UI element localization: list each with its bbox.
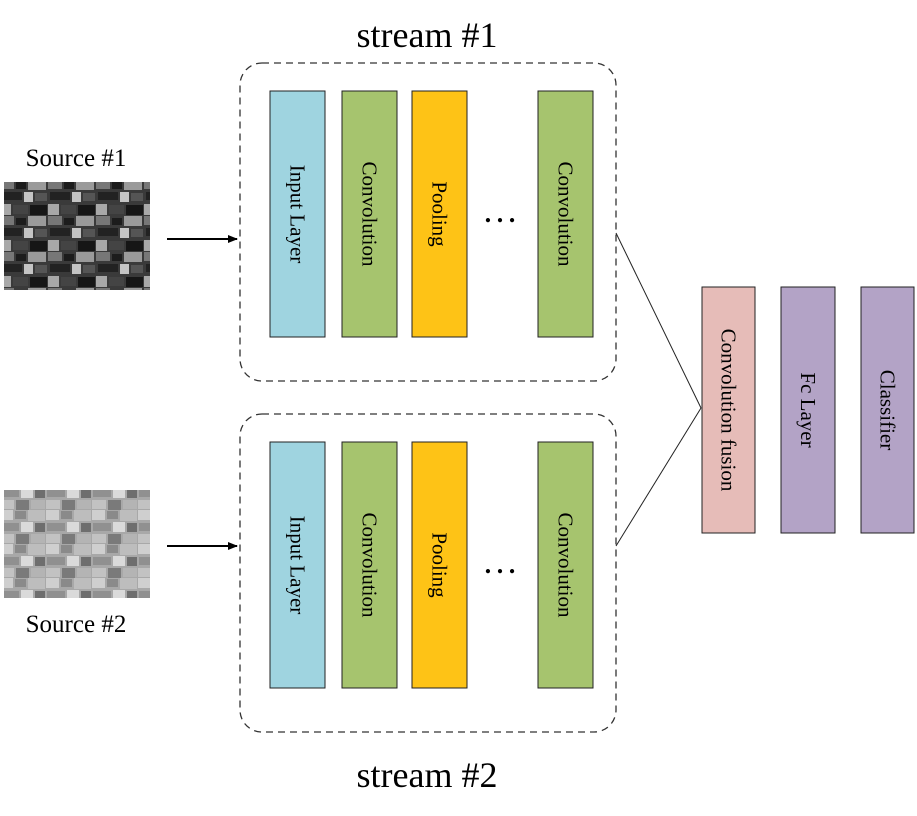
- satellite-image-light: [4, 490, 150, 598]
- svg-text:Convolution: Convolution: [554, 512, 578, 618]
- svg-text:Convolution: Convolution: [358, 512, 382, 618]
- stream2-ellipsis: …: [482, 541, 518, 581]
- svg-text:Convolution fusion: Convolution fusion: [717, 329, 741, 492]
- svg-text:Convolution: Convolution: [358, 161, 382, 267]
- convolution-fusion-block: Convolution fusion: [701, 286, 756, 534]
- stream1-block-convolution: Convolution: [341, 90, 398, 338]
- source2-label: Source #2: [26, 611, 127, 638]
- stream1-container: [239, 62, 617, 382]
- svg-text:Input Layer: Input Layer: [286, 165, 310, 264]
- stream1-block-input: Input Layer: [269, 90, 326, 338]
- svg-text:Convolution: Convolution: [554, 161, 578, 267]
- stream1-ellipsis: …: [482, 190, 518, 230]
- stream2-block-pooling: Pooling: [411, 441, 468, 689]
- svg-text:Fc Layer: Fc Layer: [796, 372, 820, 447]
- stream2-fusion-connector: [615, 407, 702, 547]
- stream1-block-convolution-last: Convolution: [537, 90, 594, 338]
- stream2-block-convolution-last: Convolution: [537, 441, 594, 689]
- stream1-title: stream #1: [357, 15, 498, 55]
- svg-text:Classifier: Classifier: [876, 370, 900, 450]
- satellite-image-dark: [4, 182, 150, 290]
- stream1-fusion-connector: [615, 232, 702, 409]
- stream1-block-pooling: Pooling: [411, 90, 468, 338]
- svg-text:Pooling: Pooling: [428, 181, 452, 247]
- fc-layer-block: Fc Layer: [780, 286, 836, 534]
- stream2-block-convolution: Convolution: [341, 441, 398, 689]
- stream2-block-input: Input Layer: [269, 441, 326, 689]
- svg-text:Input Layer: Input Layer: [286, 516, 310, 615]
- stream2-title: stream #2: [357, 755, 498, 795]
- svg-text:Pooling: Pooling: [428, 532, 452, 598]
- stream2-container: [239, 413, 617, 733]
- source1-label: Source #1: [26, 145, 127, 172]
- classifier-block: Classifier: [860, 286, 915, 534]
